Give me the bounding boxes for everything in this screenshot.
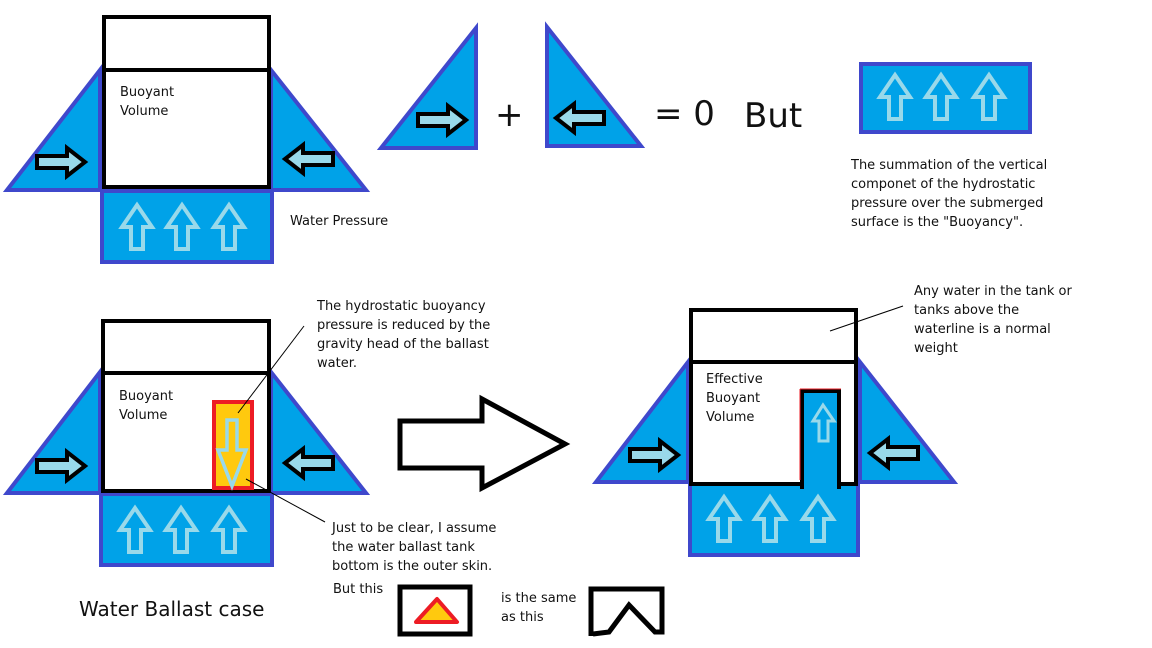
- but-this-label: But this: [333, 582, 384, 597]
- buoyancy-note: The summation of the vertical componet o…: [851, 158, 1048, 230]
- comparison-box-notch: [588, 586, 665, 637]
- hull-upper-compartment: [101, 319, 271, 375]
- left-pressure-triangle: [2, 366, 102, 495]
- right-pressure-triangle: [269, 366, 371, 495]
- hull-label: Buoyant Volume: [119, 389, 174, 423]
- right-pressure-triangle: [269, 64, 371, 192]
- left-pressure-triangle: [591, 356, 690, 484]
- right-pressure-triangle: [858, 356, 959, 484]
- hull-diagram-ballast: [2, 319, 371, 567]
- buoyancy-block: [859, 62, 1032, 134]
- hull-buoyant-volume: [102, 68, 271, 189]
- leader-line: [237, 325, 305, 414]
- same-as-label: is the same as this: [501, 591, 577, 625]
- comparison-box-triangle: [397, 584, 473, 637]
- flooded-arrow-up-icon: [810, 402, 837, 443]
- left-pressure-triangle: [2, 64, 102, 192]
- clarification-note: Just to be clear, I assume the water bal…: [332, 521, 497, 574]
- weight-note: Any water in the tank or tanks above the…: [914, 284, 1072, 356]
- equals-zero: = 0: [654, 94, 715, 134]
- leader-line: [245, 478, 326, 523]
- hull-upper-compartment: [689, 308, 858, 364]
- left-triangle: [376, 22, 478, 150]
- hull-upper-compartment: [102, 15, 271, 72]
- but-label: But: [744, 96, 803, 136]
- hydrostatic-note: The hydrostatic buoyancy pressure is red…: [317, 299, 491, 371]
- triangle-equation: [376, 21, 646, 150]
- plus-sign: +: [495, 95, 524, 135]
- right-triangle: [545, 21, 646, 148]
- hull-label: Buoyant Volume: [120, 85, 175, 119]
- water-pressure-label: Water Pressure: [290, 214, 389, 229]
- hull-diagram-effective: [591, 305, 959, 557]
- ballast-tank: [212, 400, 254, 490]
- hull-diagram-basic: [2, 15, 371, 264]
- ballast-arrow-down-icon: [215, 418, 249, 491]
- hull-label: Effective Buoyant Volume: [706, 372, 763, 425]
- transition-arrow-icon: [397, 394, 571, 493]
- leader-line: [829, 305, 904, 332]
- case-title: Water Ballast case: [79, 597, 265, 621]
